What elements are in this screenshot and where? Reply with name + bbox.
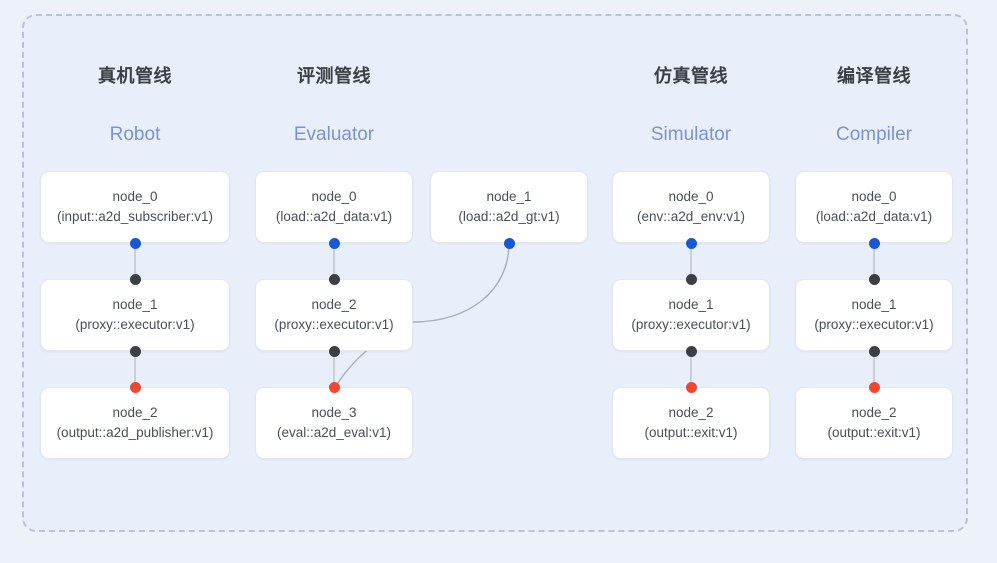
column-title-cn-evaluator: 评测管线 bbox=[297, 66, 371, 86]
connector-dot-evaluator-node_1-out bbox=[503, 237, 515, 249]
connector-line bbox=[690, 351, 692, 387]
connector-dot-robot-node_0-out bbox=[129, 237, 141, 249]
node-name: node_2 bbox=[668, 404, 714, 420]
connector-line bbox=[873, 243, 875, 279]
node-type: (proxy::executor:v1) bbox=[814, 317, 934, 332]
connector-line bbox=[134, 351, 136, 387]
node-box-simulator-node_1[interactable]: node_1(proxy::executor:v1) bbox=[612, 279, 770, 351]
node-name: node_1 bbox=[112, 296, 158, 312]
node-type: (output::exit:v1) bbox=[644, 425, 738, 440]
node-type: (output::a2d_publisher:v1) bbox=[56, 425, 214, 440]
node-box-simulator-node_2[interactable]: node_2(output::exit:v1) bbox=[612, 387, 770, 459]
node-type: (proxy::executor:v1) bbox=[631, 317, 751, 332]
node-name: node_0 bbox=[311, 188, 357, 204]
node-type: (env::a2d_env:v1) bbox=[636, 209, 746, 224]
column-title-cn-compiler: 编译管线 bbox=[837, 66, 911, 86]
node-type: (load::a2d_gt:v1) bbox=[458, 209, 560, 224]
connector-dot-evaluator-node_2-out bbox=[328, 345, 340, 357]
node-box-evaluator-node_1[interactable]: node_1(load::a2d_gt:v1) bbox=[430, 171, 588, 243]
pipeline-column-evaluator: 评测管线 Evaluator bbox=[255, 0, 413, 563]
column-title-en-evaluator: Evaluator bbox=[293, 124, 375, 145]
connector-dot-simulator-node_1-out bbox=[685, 345, 697, 357]
node-name: node_2 bbox=[311, 296, 357, 312]
node-box-robot-node_2[interactable]: node_2(output::a2d_publisher:v1) bbox=[40, 387, 230, 459]
node-type: (load::a2d_data:v1) bbox=[815, 209, 933, 224]
connector-dot-robot-node_1-in bbox=[129, 273, 141, 285]
node-name: node_0 bbox=[112, 188, 158, 204]
node-type: (input::a2d_subscriber:v1) bbox=[56, 209, 214, 224]
connector-line bbox=[333, 351, 335, 387]
node-name: node_2 bbox=[112, 404, 158, 420]
connector-dot-simulator-node_2-in bbox=[685, 381, 697, 393]
node-box-evaluator-node_2[interactable]: node_2(proxy::executor:v1) bbox=[255, 279, 413, 351]
node-name: node_1 bbox=[486, 188, 532, 204]
connector-dot-simulator-node_0-out bbox=[685, 237, 697, 249]
connector-dot-evaluator-node_0-out bbox=[328, 237, 340, 249]
node-type: (eval::a2d_eval:v1) bbox=[276, 425, 392, 440]
connector-dot-robot-node_1-out bbox=[129, 345, 141, 357]
node-type: (proxy::executor:v1) bbox=[274, 317, 394, 332]
connector-dot-evaluator-node_3-in bbox=[328, 381, 340, 393]
connector-line bbox=[690, 243, 692, 279]
pipeline-column-compiler: 编译管线 Compiler bbox=[795, 0, 953, 563]
column-title-en-simulator: Simulator bbox=[650, 124, 732, 145]
pipeline-column-simulator: 仿真管线 Simulator bbox=[612, 0, 770, 563]
node-type: (output::exit:v1) bbox=[827, 425, 921, 440]
node-box-compiler-node_2[interactable]: node_2(output::exit:v1) bbox=[795, 387, 953, 459]
connector-dot-compiler-node_2-in bbox=[868, 381, 880, 393]
connector-dot-evaluator-node_2-in bbox=[328, 273, 340, 285]
node-box-compiler-node_0[interactable]: node_0(load::a2d_data:v1) bbox=[795, 171, 953, 243]
connector-line bbox=[134, 243, 136, 279]
connector-dot-simulator-node_1-in bbox=[685, 273, 697, 285]
connector-line bbox=[873, 351, 875, 387]
node-box-evaluator-node_0[interactable]: node_0(load::a2d_data:v1) bbox=[255, 171, 413, 243]
node-box-robot-node_0[interactable]: node_0(input::a2d_subscriber:v1) bbox=[40, 171, 230, 243]
node-name: node_0 bbox=[668, 188, 714, 204]
node-box-compiler-node_1[interactable]: node_1(proxy::executor:v1) bbox=[795, 279, 953, 351]
node-type: (proxy::executor:v1) bbox=[75, 317, 195, 332]
connector-line bbox=[333, 243, 335, 279]
node-name: node_1 bbox=[851, 296, 897, 312]
node-box-simulator-node_0[interactable]: node_0(env::a2d_env:v1) bbox=[612, 171, 770, 243]
connector-dot-compiler-node_0-out bbox=[868, 237, 880, 249]
connector-dot-robot-node_2-in bbox=[129, 381, 141, 393]
column-title-en-compiler: Compiler bbox=[835, 124, 913, 145]
node-type: (load::a2d_data:v1) bbox=[275, 209, 393, 224]
column-title-cn-simulator: 仿真管线 bbox=[654, 66, 728, 86]
node-name: node_2 bbox=[851, 404, 897, 420]
column-title-cn-robot: 真机管线 bbox=[98, 66, 172, 86]
node-box-robot-node_1[interactable]: node_1(proxy::executor:v1) bbox=[40, 279, 230, 351]
node-name: node_3 bbox=[311, 404, 357, 420]
connector-dot-compiler-node_1-out bbox=[868, 345, 880, 357]
pipeline-column-robot: 真机管线 Robot bbox=[40, 0, 230, 563]
column-title-en-robot: Robot bbox=[109, 124, 161, 145]
connector-dot-compiler-node_1-in bbox=[868, 273, 880, 285]
node-name: node_1 bbox=[668, 296, 714, 312]
node-box-evaluator-node_3[interactable]: node_3(eval::a2d_eval:v1) bbox=[255, 387, 413, 459]
node-name: node_0 bbox=[851, 188, 897, 204]
